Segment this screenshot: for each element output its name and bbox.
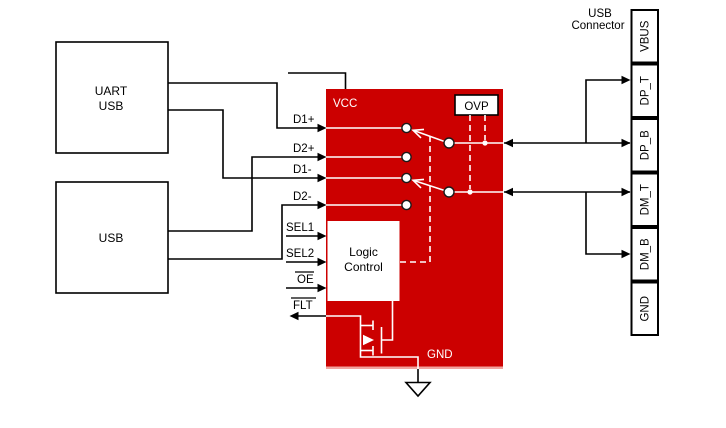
vcc-supply-wire [288,72,347,89]
switch-arm-top-arrow-icon [411,128,425,139]
usb-block: USB [55,181,169,294]
switch-network [326,115,503,263]
wire-usb-to-d2plus [168,156,318,232]
arrow-flt-out-icon [289,311,299,321]
connector-pin-box-vbus [630,9,659,64]
ovp-tap-dot-dplus [482,140,488,146]
connector-pin-box-gnd [630,281,659,336]
pin-label-oe: OE [297,274,314,286]
node-dminus-common [443,186,455,198]
pin-label-d1minus: D1- [293,164,312,176]
mosfet-gate-lead [381,301,394,341]
ground-symbol [404,369,432,398]
pin-label-d2plus: D2+ [293,143,315,155]
connector-pin-label-dpt: DP_T [640,76,652,105]
arrow-d1plus-icon [317,123,327,133]
switch-arm-bottom [412,179,445,191]
arrow-sel1-icon [317,231,327,241]
connector-pin-box-dmb [630,227,659,282]
connector-pin-label-dpb: DP_B [640,130,652,160]
connector-pin-box-dpb [630,118,659,173]
wire-uart-to-d1plus [168,82,318,129]
uart-usb-box [55,41,169,154]
pin-label-sel2: SEL2 [286,248,314,260]
node-dplus-common [443,137,455,149]
arrow-into-dpt-icon [621,75,631,85]
uart-usb-label-line1: UART [95,84,128,98]
flt-mosfet [326,301,419,369]
usb-connector-title-line1: USB [588,8,612,20]
usb-connector: USB Connector VBUS DP_T DP_B DM_T DM_B G… [571,8,659,336]
ovp-label: OVP [464,101,489,113]
ovp-block: OVP [454,94,499,116]
uart-usb-block: UART USB [55,41,169,154]
usb-box [55,181,169,294]
logic-control-block: Logic Control [327,221,400,301]
logic-control-label-line1: Logic [349,245,378,259]
connector-pin-box-dpt [630,63,659,118]
pin-label-d2minus: D2- [293,191,312,203]
connector-pin-label-dmb: DM_B [640,238,652,270]
right-wires [504,75,631,259]
arrow-oe-icon [317,283,327,293]
arrow-sel2-icon [317,257,327,267]
wire-uart-to-d1minus [168,109,318,179]
pin-label-sel1: SEL1 [286,222,314,234]
left-pin-labels: D1+ D2+ D1- D2- SEL1 SEL2 OE FLT [286,114,316,312]
arrow-into-ic-dplus-icon [504,138,513,148]
node-d2minus [401,199,412,211]
connector-pin-label-dmt: DM_T [640,184,652,215]
ovp-box [454,94,499,116]
arrow-d1minus-icon [317,173,327,183]
switch-arm-bottom-arrow-icon [411,178,425,189]
usb-connector-title-line2: Connector [571,20,624,32]
arrow-into-dmt-icon [621,187,631,197]
connector-pin-label-vbus: VBUS [640,20,652,52]
arrow-into-dmb-icon [621,249,631,259]
pin-label-flt: FLT [293,300,313,312]
connector-pin-box-dmt [630,172,659,227]
ovp-tap-dot-dminus [467,189,473,195]
gnd-triangle-icon [404,381,432,398]
pin-label-d1plus: D1+ [293,114,315,126]
switch-arm-top [412,129,445,142]
node-d1plus [401,122,412,134]
wire-usb-to-d2minus [168,204,318,260]
logic-control-box [327,221,400,301]
arrow-d2plus-icon [317,152,327,162]
arrow-into-dpb-icon [621,138,631,148]
flt-drain-source-trace [326,315,419,369]
left-wires [168,72,347,321]
uart-usb-label-line2: USB [99,99,124,113]
usb-label: USB [99,231,124,245]
node-d2plus [401,151,412,163]
arrow-into-ic-dminus-icon [504,187,513,197]
vcc-label: VCC [333,98,357,110]
gnd-label: GND [427,349,453,361]
arrow-d2minus-icon [317,200,327,210]
mosfet-body-arrow-icon [363,334,374,346]
wire-branch-dmb [585,192,622,255]
node-d1minus [401,172,412,184]
ic-bottom-edge-highlight [326,366,503,369]
wire-branch-dpt [585,79,622,143]
connector-pin-label-gnd: GND [640,296,652,322]
logic-control-label-line2: Control [344,260,383,274]
